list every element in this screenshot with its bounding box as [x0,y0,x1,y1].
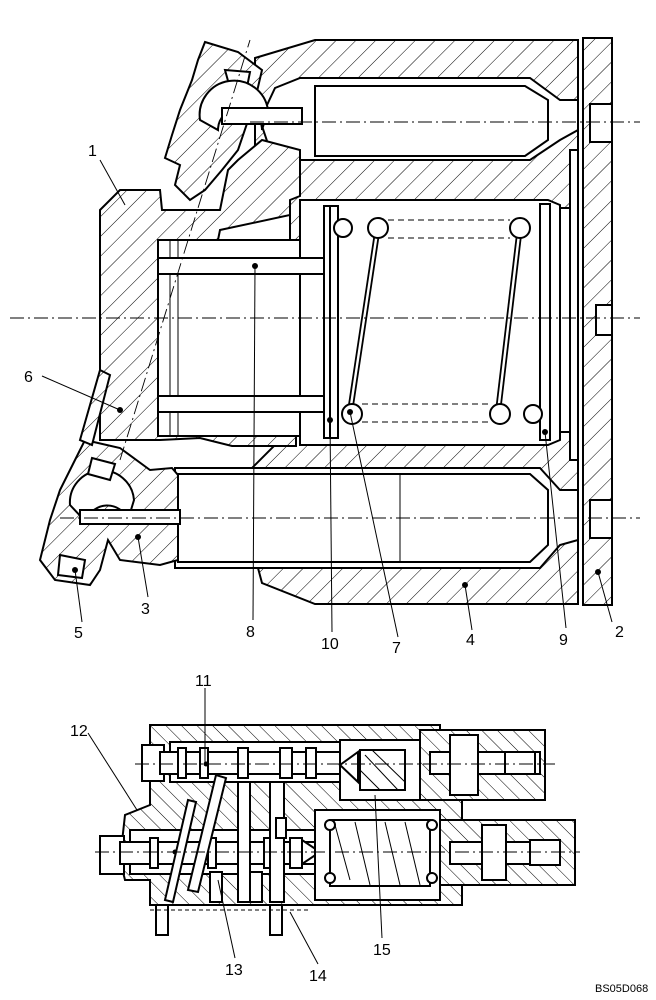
leader-lines [41,159,613,965]
callout-7: 7 [392,640,401,657]
callout-1: 1 [88,143,97,160]
bottom-plug-left [155,904,169,936]
callout-12: 12 [70,723,88,740]
head-bore [157,239,301,437]
end-cover-port-top [589,103,613,143]
retainer-bar-bottom [157,395,331,413]
cross-passage-b [269,781,285,903]
upper-spool [141,744,361,782]
main-spring [333,217,543,425]
callout-5: 5 [74,625,83,642]
callout-4: 4 [466,632,475,649]
cross-passage-a [237,781,251,903]
callout-2: 2 [615,624,624,641]
callout-3: 3 [141,601,150,618]
control-valve-section [95,724,580,936]
hold-down-plate [78,368,112,447]
piston-top [314,85,549,157]
callout-11: 11 [195,673,212,690]
diagonal-passage [186,773,228,894]
swash-head [99,138,301,447]
spring-chamber [299,199,561,446]
port-plate [569,149,579,461]
spring-seat-outer [329,205,339,439]
retainer-bar-top [157,257,331,275]
callout-10: 10 [321,636,339,653]
callout-15: 15 [373,942,391,959]
callout-6: 6 [24,369,33,386]
callout-14: 14 [309,968,327,985]
callout-8: 8 [246,624,255,641]
end-cover-port-bottom [589,499,613,539]
bottom-plug-right [269,904,283,936]
callout-13: 13 [225,962,243,979]
callouts: 1 2 3 4 5 6 7 8 9 10 11 12 13 14 15 [24,143,624,985]
end-cover-pin [595,304,613,336]
pump-cross-section [10,37,640,606]
callout-9: 9 [559,632,568,649]
retaining-ring [539,203,551,441]
drawing-reference-code: BS05D068 [595,983,648,995]
piston-bottom [177,473,549,563]
